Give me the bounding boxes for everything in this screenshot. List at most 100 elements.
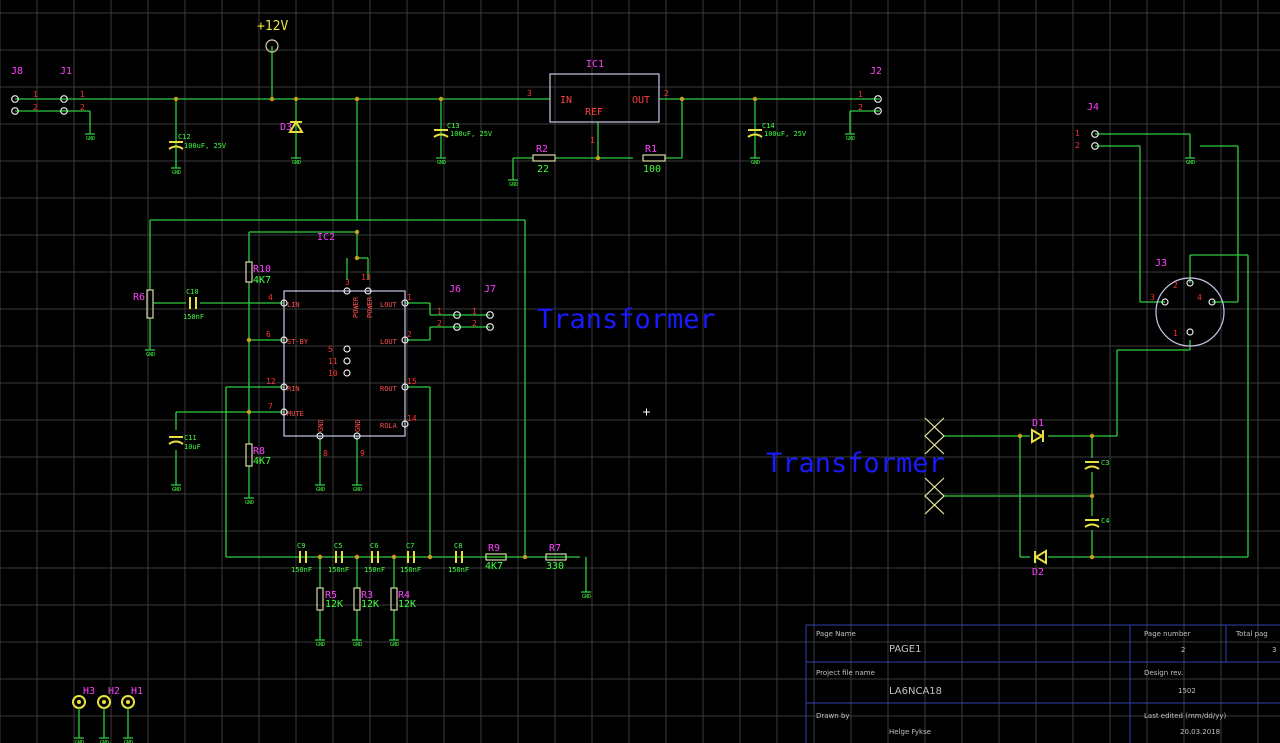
svg-text:ROUT: ROUT: [380, 385, 398, 393]
potentiometer-r6[interactable]: R6: [133, 289, 156, 319]
svg-text:150nF: 150nF: [400, 566, 421, 574]
diode-d2[interactable]: D2: [1032, 549, 1047, 578]
ground-label: GND: [846, 136, 855, 142]
svg-text:C8: C8: [454, 542, 462, 550]
junctions: [173, 96, 1095, 560]
ic2-amplifier[interactable]: IC2 LIN ST-BY RIN MUTE LOUT LOUT ROUT RO…: [266, 232, 417, 458]
svg-text:2: 2: [33, 103, 38, 112]
connector-j4[interactable]: J4 1 2: [1075, 102, 1099, 150]
capacitor-c3[interactable]: C3: [1084, 459, 1109, 470]
connector-j8[interactable]: J8 1 2: [11, 66, 38, 115]
connector-j3-din[interactable]: J3 3 4 2 1: [1150, 258, 1225, 347]
svg-text:1: 1: [472, 307, 477, 316]
svg-text:R4: R4: [398, 590, 410, 601]
capacitor-c4[interactable]: C4: [1084, 517, 1109, 528]
ground-label: GND: [172, 170, 181, 176]
ground-symbol: GND: [750, 157, 760, 166]
diode-d1[interactable]: D1: [1031, 418, 1044, 444]
ground-label: GND: [353, 487, 362, 493]
connector-j1[interactable]: J1 1 2: [60, 66, 85, 115]
mounting-hole-h2[interactable]: H2: [97, 686, 120, 738]
transformer-label-1: Transformer: [537, 304, 716, 335]
svg-text:11: 11: [328, 357, 338, 366]
svg-text:10uF: 10uF: [184, 443, 201, 451]
svg-text:C5: C5: [334, 542, 342, 550]
ground-symbol: GND: [244, 497, 254, 506]
ground-symbol: GND: [99, 737, 109, 743]
resistor-r7[interactable]: R7 330: [545, 543, 567, 572]
design-rev-label: Design rev.: [1144, 669, 1183, 677]
svg-text:3: 3: [1150, 293, 1155, 302]
ground-label: GND: [292, 160, 301, 166]
j4-label: J4: [1087, 102, 1099, 113]
connector-j7[interactable]: J7 1 2: [472, 284, 496, 331]
ground-symbol: GND: [85, 133, 95, 142]
svg-text:2: 2: [437, 319, 442, 328]
power-12v[interactable]: +12V: [257, 19, 288, 53]
resistor-r9[interactable]: R9 4K7: [485, 543, 507, 572]
svg-text:7: 7: [268, 402, 273, 411]
capacitor-c14[interactable]: C14 100uF, 25V: [747, 122, 807, 138]
ground-label: GND: [751, 160, 760, 166]
capacitor-c5[interactable]: C5 150nF: [328, 542, 349, 574]
svg-text:2: 2: [1173, 281, 1178, 290]
j3-label: J3: [1155, 258, 1167, 269]
page-number-label: Page number: [1144, 630, 1191, 638]
svg-text:ST-BY: ST-BY: [287, 338, 309, 346]
svg-text:330: 330: [546, 561, 564, 572]
resistor-r5[interactable]: R5 12K: [316, 587, 343, 611]
ground-symbol: GND: [1185, 157, 1195, 166]
mounting-hole-h3[interactable]: H3: [72, 686, 95, 738]
capacitor-c12[interactable]: C12 100uF, 25V: [168, 133, 227, 150]
svg-text:12: 12: [266, 377, 276, 386]
svg-text:R7: R7: [549, 543, 561, 554]
j1-label: J1: [60, 66, 72, 77]
svg-text:150nF: 150nF: [448, 566, 469, 574]
svg-text:12K: 12K: [325, 599, 343, 610]
ground-label: GND: [390, 642, 399, 648]
total-pages-label: Total pag: [1235, 630, 1268, 638]
capacitor-c6[interactable]: C6 150nF: [364, 542, 385, 574]
svg-text:4: 4: [268, 293, 273, 302]
page-name-label: Page Name: [816, 630, 856, 638]
capacitor-c13[interactable]: C13 100uF, 25V: [433, 122, 493, 138]
svg-text:2: 2: [80, 103, 85, 112]
resistor-r3[interactable]: R3 12K: [353, 587, 379, 611]
resistor-r1[interactable]: R1 100: [642, 144, 666, 175]
svg-text:C7: C7: [406, 542, 414, 550]
project-label: Project file name: [816, 669, 875, 677]
page-name-value: PAGE1: [889, 644, 922, 655]
svg-text:ROLA: ROLA: [380, 422, 398, 430]
svg-text:100uF, 25V: 100uF, 25V: [764, 130, 807, 138]
page-number-value: 2: [1181, 646, 1185, 654]
svg-text:13: 13: [361, 273, 371, 282]
capacitor-c8[interactable]: C8 150nF: [448, 542, 469, 574]
ic1-regulator[interactable]: IC1 IN OUT REF 3 2 1: [527, 59, 669, 145]
resistor-r2[interactable]: R2 22: [532, 144, 556, 175]
diode-d3[interactable]: D3: [280, 120, 304, 133]
transformer-label-2: Transformer: [766, 448, 945, 479]
connector-j6[interactable]: J6 1 2: [437, 284, 461, 331]
ground-label: GND: [509, 182, 518, 188]
resistor-r10[interactable]: R10 4K7: [245, 261, 271, 286]
ground-symbol: GND: [74, 737, 84, 743]
power-12v-label: +12V: [257, 19, 288, 34]
svg-text:MUTE: MUTE: [287, 410, 304, 418]
capacitor-c10[interactable]: C10 150nF: [183, 288, 204, 321]
ground-symbol: GND: [171, 167, 181, 176]
mounting-hole-h1[interactable]: H1: [121, 686, 143, 738]
connector-j2[interactable]: J2 1 2: [858, 66, 882, 115]
capacitor-c9[interactable]: C9 150nF: [291, 542, 312, 574]
svg-text:12K: 12K: [361, 599, 379, 610]
total-pages-value: 3: [1272, 646, 1276, 654]
resistor-r4[interactable]: R4 12K: [390, 587, 416, 611]
resistor-r8[interactable]: R8 4K7: [245, 443, 271, 467]
svg-text:15: 15: [407, 377, 417, 386]
title-block: Page Name PAGE1 Page number 2 Total pag …: [805, 624, 1280, 743]
capacitor-c11[interactable]: C11 10uF: [168, 434, 201, 451]
drawn-by-label: Drawn by: [816, 712, 850, 720]
ground-label: GND: [124, 740, 133, 743]
capacitor-c7[interactable]: C7 150nF: [400, 542, 421, 574]
